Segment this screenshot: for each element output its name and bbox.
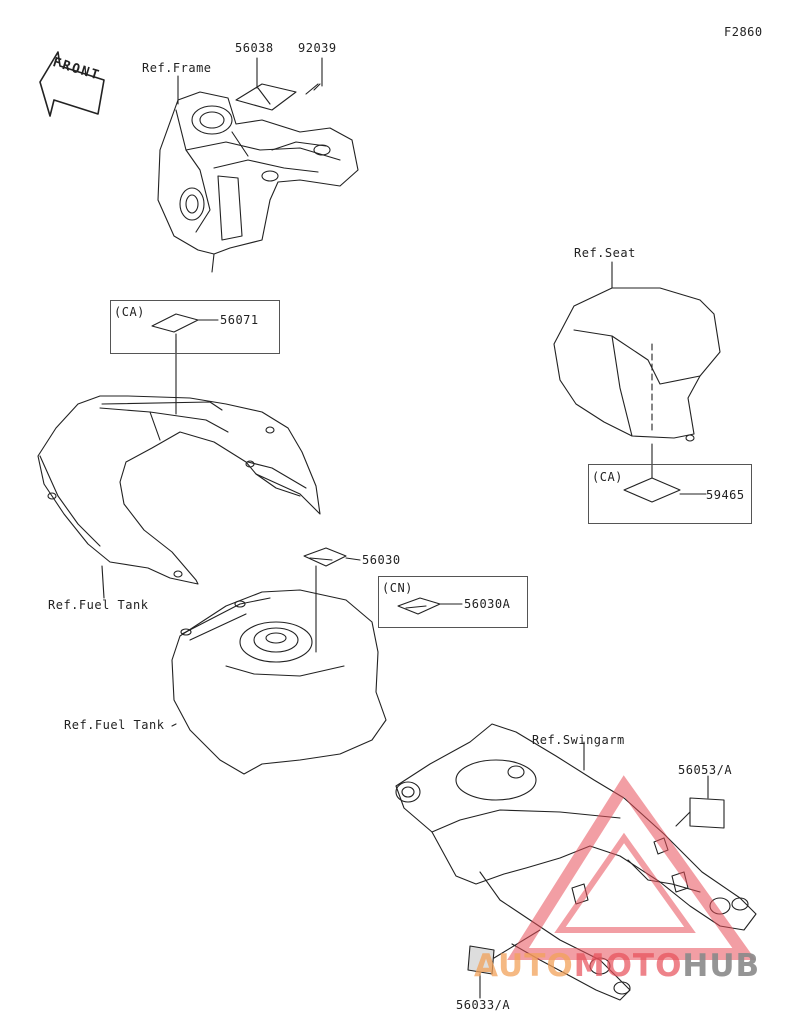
region-box-cn [378, 576, 528, 628]
fuel-tank-cover-drawing [37, 339, 321, 585]
watermark-logo-icon [507, 775, 756, 960]
part-59465[interactable]: 59465 [706, 488, 745, 502]
region-ca-2: (CA) [592, 470, 623, 484]
part-56030a[interactable]: 56030A [464, 597, 511, 611]
frame-drawing [157, 83, 359, 273]
watermark-auto: AUTO [474, 948, 574, 984]
watermark-moto: MOTO [573, 948, 683, 984]
diagram-code: F2860 [724, 25, 763, 39]
seat-drawing [553, 261, 721, 485]
watermark: AUTOMOTOHUB [474, 948, 760, 984]
part-56033a[interactable]: 56033/A [456, 998, 511, 1012]
region-box-ca-2 [588, 464, 752, 524]
label-ref-frame: Ref.Frame [142, 61, 212, 75]
part-56038[interactable]: 56038 [235, 41, 274, 55]
region-cn: (CN) [382, 581, 413, 595]
decal-56030-icon [303, 547, 347, 567]
part-56030[interactable]: 56030 [362, 553, 401, 567]
label-ref-fuel-tank: Ref.Fuel Tank [64, 718, 165, 732]
watermark-hub: HUB [682, 948, 761, 984]
part-56053a[interactable]: 56053/A [678, 763, 733, 777]
front-arrow-icon [39, 51, 105, 117]
label-ref-seat: Ref.Seat [574, 246, 636, 260]
region-ca-1: (CA) [114, 305, 145, 319]
region-box-ca-1 [110, 300, 280, 354]
part-56071[interactable]: 56071 [220, 313, 259, 327]
part-92039[interactable]: 92039 [298, 41, 337, 55]
fuel-tank-drawing [171, 565, 387, 775]
label-ref-fuel-tank-cover: Ref.Fuel Tank [48, 598, 149, 612]
label-ref-swingarm: Ref.Swingarm [532, 733, 625, 747]
decal-59465-icon [623, 477, 681, 503]
